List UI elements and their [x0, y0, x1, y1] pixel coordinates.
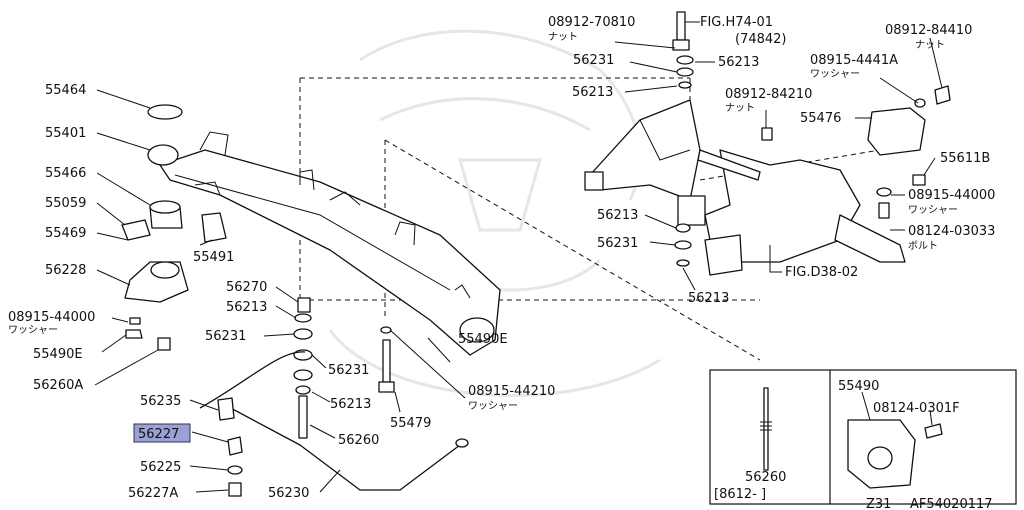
label-08912-84210-sub: ナット: [725, 102, 755, 114]
fig-h74-ref[interactable]: FIG.H74-01: [700, 15, 773, 30]
label-08912-84410[interactable]: 08912-84410: [885, 23, 972, 38]
label-08124-03033-sub: ボルト: [908, 240, 938, 252]
label-56260a[interactable]: 56260A: [33, 378, 83, 393]
rear-suspension-member[interactable]: [147, 131, 501, 356]
label-08915-4441a-sub: ワッシャー: [810, 69, 860, 80]
label-56270[interactable]: 56270: [226, 280, 267, 295]
label-56260[interactable]: 56260: [338, 433, 379, 448]
label-56213-mid[interactable]: 56213: [597, 208, 638, 223]
label-08915-44210[interactable]: 08915-44210: [468, 384, 555, 399]
label-56227a[interactable]: 56227A: [128, 486, 178, 501]
fig-h74-sub: (74842): [735, 32, 787, 47]
fig-d38-ref[interactable]: FIG.D38-02: [785, 265, 858, 280]
label-55466[interactable]: 55466: [45, 166, 86, 181]
inset-long-bolt-56260[interactable]: [760, 387, 772, 471]
label-08915-4441a[interactable]: 08915-4441A: [810, 53, 898, 68]
label-08915-44000-left-sub: ワッシャー: [8, 325, 58, 336]
stabilizer-bar[interactable]: [199, 351, 469, 497]
mount-bracket-55476[interactable]: [867, 85, 951, 219]
label-55611b[interactable]: 55611B: [940, 151, 990, 166]
mount-stack-left[interactable]: [121, 104, 189, 351]
label-08915-44000-left[interactable]: 08915-44000: [8, 310, 95, 325]
leader-lines: [94, 21, 943, 493]
highlight-box-56227: [133, 423, 191, 443]
label-56231-top[interactable]: 56231: [573, 53, 614, 68]
label-55490e-left[interactable]: 55490E: [33, 347, 83, 362]
label-55476[interactable]: 55476: [800, 111, 841, 126]
label-08915-44210-sub: ワッシャー: [468, 401, 518, 412]
label-56213-topleft[interactable]: 56213: [572, 85, 613, 100]
label-08912-84410-sub: ナット: [915, 39, 945, 51]
inset-panel: 56260 [8612- ] 55490 08124-0301F: [709, 369, 1017, 505]
differential-assembly[interactable]: [697, 127, 906, 276]
label-56231-b[interactable]: 56231: [328, 363, 369, 378]
inset-label-55490[interactable]: 55490: [838, 379, 879, 394]
inset-label-08124-0301f[interactable]: 08124-0301F: [873, 401, 960, 416]
inset-mount-55490[interactable]: [847, 419, 943, 489]
label-55491[interactable]: 55491: [193, 250, 234, 265]
label-55059[interactable]: 55059: [45, 196, 86, 211]
diagram-code: AF54020117: [910, 497, 993, 510]
label-08912-84210[interactable]: 08912-84210: [725, 87, 812, 102]
label-55464[interactable]: 55464: [45, 83, 86, 98]
inset-label-56260[interactable]: 56260: [745, 470, 786, 485]
part-labels: 08912-70810 ナット FIG.H74-01 (74842) 08912…: [8, 15, 995, 501]
label-56213-bottomright[interactable]: 56213: [688, 291, 729, 306]
label-56230[interactable]: 56230: [268, 486, 309, 501]
label-55469[interactable]: 55469: [45, 226, 86, 241]
label-08912-70810-sub: ナット: [548, 31, 578, 43]
bracket-55491[interactable]: [201, 212, 227, 243]
differential-mount-arm[interactable]: [584, 11, 706, 267]
label-55479[interactable]: 55479: [390, 416, 431, 431]
label-08915-44000-right-sub: ワッシャー: [908, 205, 958, 216]
label-56225[interactable]: 56225: [140, 460, 181, 475]
model-code: Z31: [866, 497, 891, 510]
stabilizer-link-stack[interactable]: [293, 297, 313, 439]
label-56227[interactable]: 56227: [138, 427, 179, 442]
label-56213-b[interactable]: 56213: [330, 397, 371, 412]
label-55490e-right[interactable]: 55490E: [458, 332, 508, 347]
label-56231-a[interactable]: 56231: [205, 329, 246, 344]
inset-range-label: [8612- ]: [714, 487, 766, 502]
label-56213-topright[interactable]: 56213: [718, 55, 759, 70]
label-08915-44000-right[interactable]: 08915-44000: [908, 188, 995, 203]
label-56228[interactable]: 56228: [45, 263, 86, 278]
label-56213-a[interactable]: 56213: [226, 300, 267, 315]
bolt-55479[interactable]: [378, 326, 395, 393]
label-56235[interactable]: 56235: [140, 394, 181, 409]
label-08912-70810[interactable]: 08912-70810: [548, 15, 635, 30]
label-08124-03033[interactable]: 08124-03033: [908, 224, 995, 239]
label-55401[interactable]: 55401: [45, 126, 86, 141]
label-56231-mid[interactable]: 56231: [597, 236, 638, 251]
